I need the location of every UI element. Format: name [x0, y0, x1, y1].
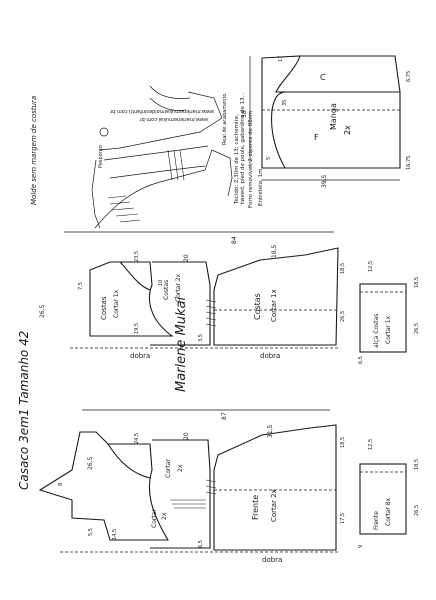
strap-pieces: alça Costas Cortar 1x 12,5 26,5 6,5 18,5… [358, 261, 420, 548]
illustration-label-pesponto: Pesponto [98, 145, 104, 168]
back-c: 18,5 [271, 244, 278, 258]
front-c: 31,5 [267, 424, 274, 438]
strap-f: 26,5 [414, 505, 420, 516]
note-intro: Molde sem margem de costura [30, 96, 38, 205]
alca-frente-label: Frente [373, 511, 380, 530]
back-f: 3,5 [198, 334, 204, 342]
alca-costas-label: alça Costas [373, 314, 380, 348]
back-e: 19,5 [134, 323, 140, 334]
strap-c: 6,5 [358, 356, 364, 364]
back-upper: 26,5 [39, 304, 46, 318]
costas-label-3: Costas [253, 293, 262, 320]
back-d: 18,5 [340, 263, 346, 274]
frente-recorte-label: Cortar [151, 509, 158, 528]
manga-label: Manga [329, 103, 338, 130]
front-total: 87 [221, 412, 228, 420]
back-hatching [205, 299, 217, 327]
sleeve-f: 5 [266, 157, 272, 160]
front-h: 8 [58, 483, 64, 486]
signature: Marlene Mukai [174, 297, 189, 392]
frente-recorte-cut: 2x [161, 512, 168, 520]
back-b: 20 [183, 254, 190, 262]
fabric-line-4: Entretela: 1m [258, 168, 264, 206]
sleeve-d: 16,75 [406, 156, 412, 170]
back-dobra-1: dobra [130, 352, 150, 360]
pattern-title: Casaco 3em1 Tamanho 42 [17, 331, 31, 490]
sleeve-c: 39,5 [321, 174, 328, 188]
front-f: 6,5 [198, 540, 204, 548]
front-d: 18,5 [340, 437, 346, 448]
fabric-line-3: Forro removível, 2 zíperes de 88cm [247, 111, 254, 208]
front-pattern: 87 dobra Cortar 2x Cortar 2x Frente Cort… [38, 409, 346, 564]
costas-label-1: Costas [100, 296, 108, 320]
strap-e: 12,5 [368, 439, 374, 450]
sleeve-e: 6,75 [406, 71, 412, 82]
strap-g: 9 [358, 545, 364, 548]
back-i: 26,5 [340, 311, 346, 322]
back-dobra-2: dobra [260, 352, 280, 360]
alca-frente-cut: Cortar 8x [385, 497, 392, 526]
manga-f-mark: F [314, 133, 319, 142]
sleeve-hatching [107, 149, 185, 223]
manga-cut: 2x [343, 125, 352, 135]
front-i: 17,5 [340, 513, 346, 524]
front-a: 24,5 [134, 433, 140, 444]
back-h: 10 [158, 280, 164, 286]
strap-a: 12,5 [368, 261, 374, 272]
costas-label-2: Costas [163, 280, 170, 300]
illustration-label-real: Real de acabamento [222, 94, 228, 145]
frente-label: Frente [251, 495, 260, 520]
strap-b: 26,5 [414, 323, 420, 334]
back-a: 23,5 [134, 251, 140, 262]
front-dobra: dobra [262, 556, 282, 564]
front-b: 20 [183, 432, 190, 440]
sleeve-g: 35 [282, 100, 288, 106]
costas-cut-2: Cortar 2x [175, 273, 182, 302]
front-e: 14,5 [112, 529, 118, 540]
notes-block: Pesponto Real de acabamento Molde sem ma… [30, 92, 264, 208]
frente-center-label: Cortar [165, 459, 172, 478]
garment-illustration [91, 85, 233, 229]
sleeve-a: 38 [241, 110, 248, 118]
alca-costas-cut: Cortar 1x [385, 315, 392, 344]
costas-cut-3: Cortar 1x [270, 289, 278, 322]
sleeve-b: 17 [278, 56, 284, 62]
costas-cut-1: Cortar 1x [113, 289, 120, 318]
sleeve-pattern: Manga 2x C F 38 17 39,5 16,75 6,75 5 35 [241, 55, 412, 188]
front-hatching [170, 479, 217, 509]
strap-d: 18,5 [414, 277, 420, 288]
front-upper: 26,5 [87, 456, 94, 470]
url-2: www.marlenemukaimoldesinfantil.com.br [109, 108, 214, 114]
back-total: 84 [231, 236, 238, 244]
back-g: 7,5 [78, 282, 84, 290]
fabric-line-1: Tecido: 2,30m de 13; cachemire, [234, 114, 240, 205]
front-g: 5,5 [88, 528, 94, 536]
manga-c-mark: C [320, 73, 326, 82]
url-1: www.marlenemukai.com.br [139, 116, 208, 122]
strap-h: 18,5 [414, 459, 420, 470]
frente-cut: Cortar 2x [270, 489, 278, 522]
fabric-line-2: tweed, pied de poule, gabardine de 13... [240, 92, 246, 204]
frente-center-cut: 2x [177, 464, 184, 472]
back-pattern: 84 dobra dobra Costas Cortar 1x Costas C… [39, 231, 346, 360]
